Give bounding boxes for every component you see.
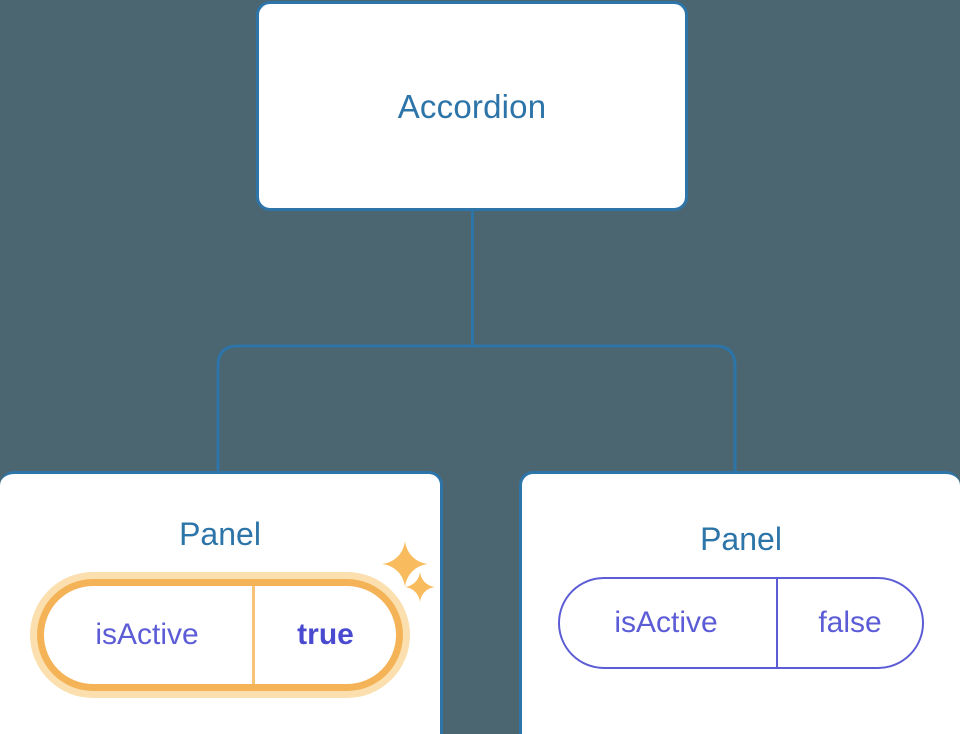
node-accordion-title: Accordion <box>397 87 547 125</box>
prop-pill-is-active-false[interactable]: isActive false <box>558 577 924 669</box>
node-panel-left-title: Panel <box>179 516 261 552</box>
node-panel-left[interactable]: Panel isActive true <box>0 471 443 734</box>
prop-key-is-active: isActive <box>560 579 778 667</box>
node-panel-right[interactable]: Panel isActive false <box>519 471 960 734</box>
node-accordion[interactable]: Accordion <box>256 1 688 211</box>
prop-pill-body: isActive true <box>44 586 396 684</box>
prop-value-is-active: false <box>818 606 882 639</box>
edge-accordion-to-panel-right <box>472 344 737 472</box>
prop-key-is-active: isActive <box>44 586 255 684</box>
edge-accordion-to-panel-left <box>216 344 473 472</box>
node-panel-right-title: Panel <box>700 521 782 557</box>
prop-value-is-active: true <box>297 618 354 651</box>
prop-pill-is-active-true[interactable]: isActive true <box>30 572 410 698</box>
